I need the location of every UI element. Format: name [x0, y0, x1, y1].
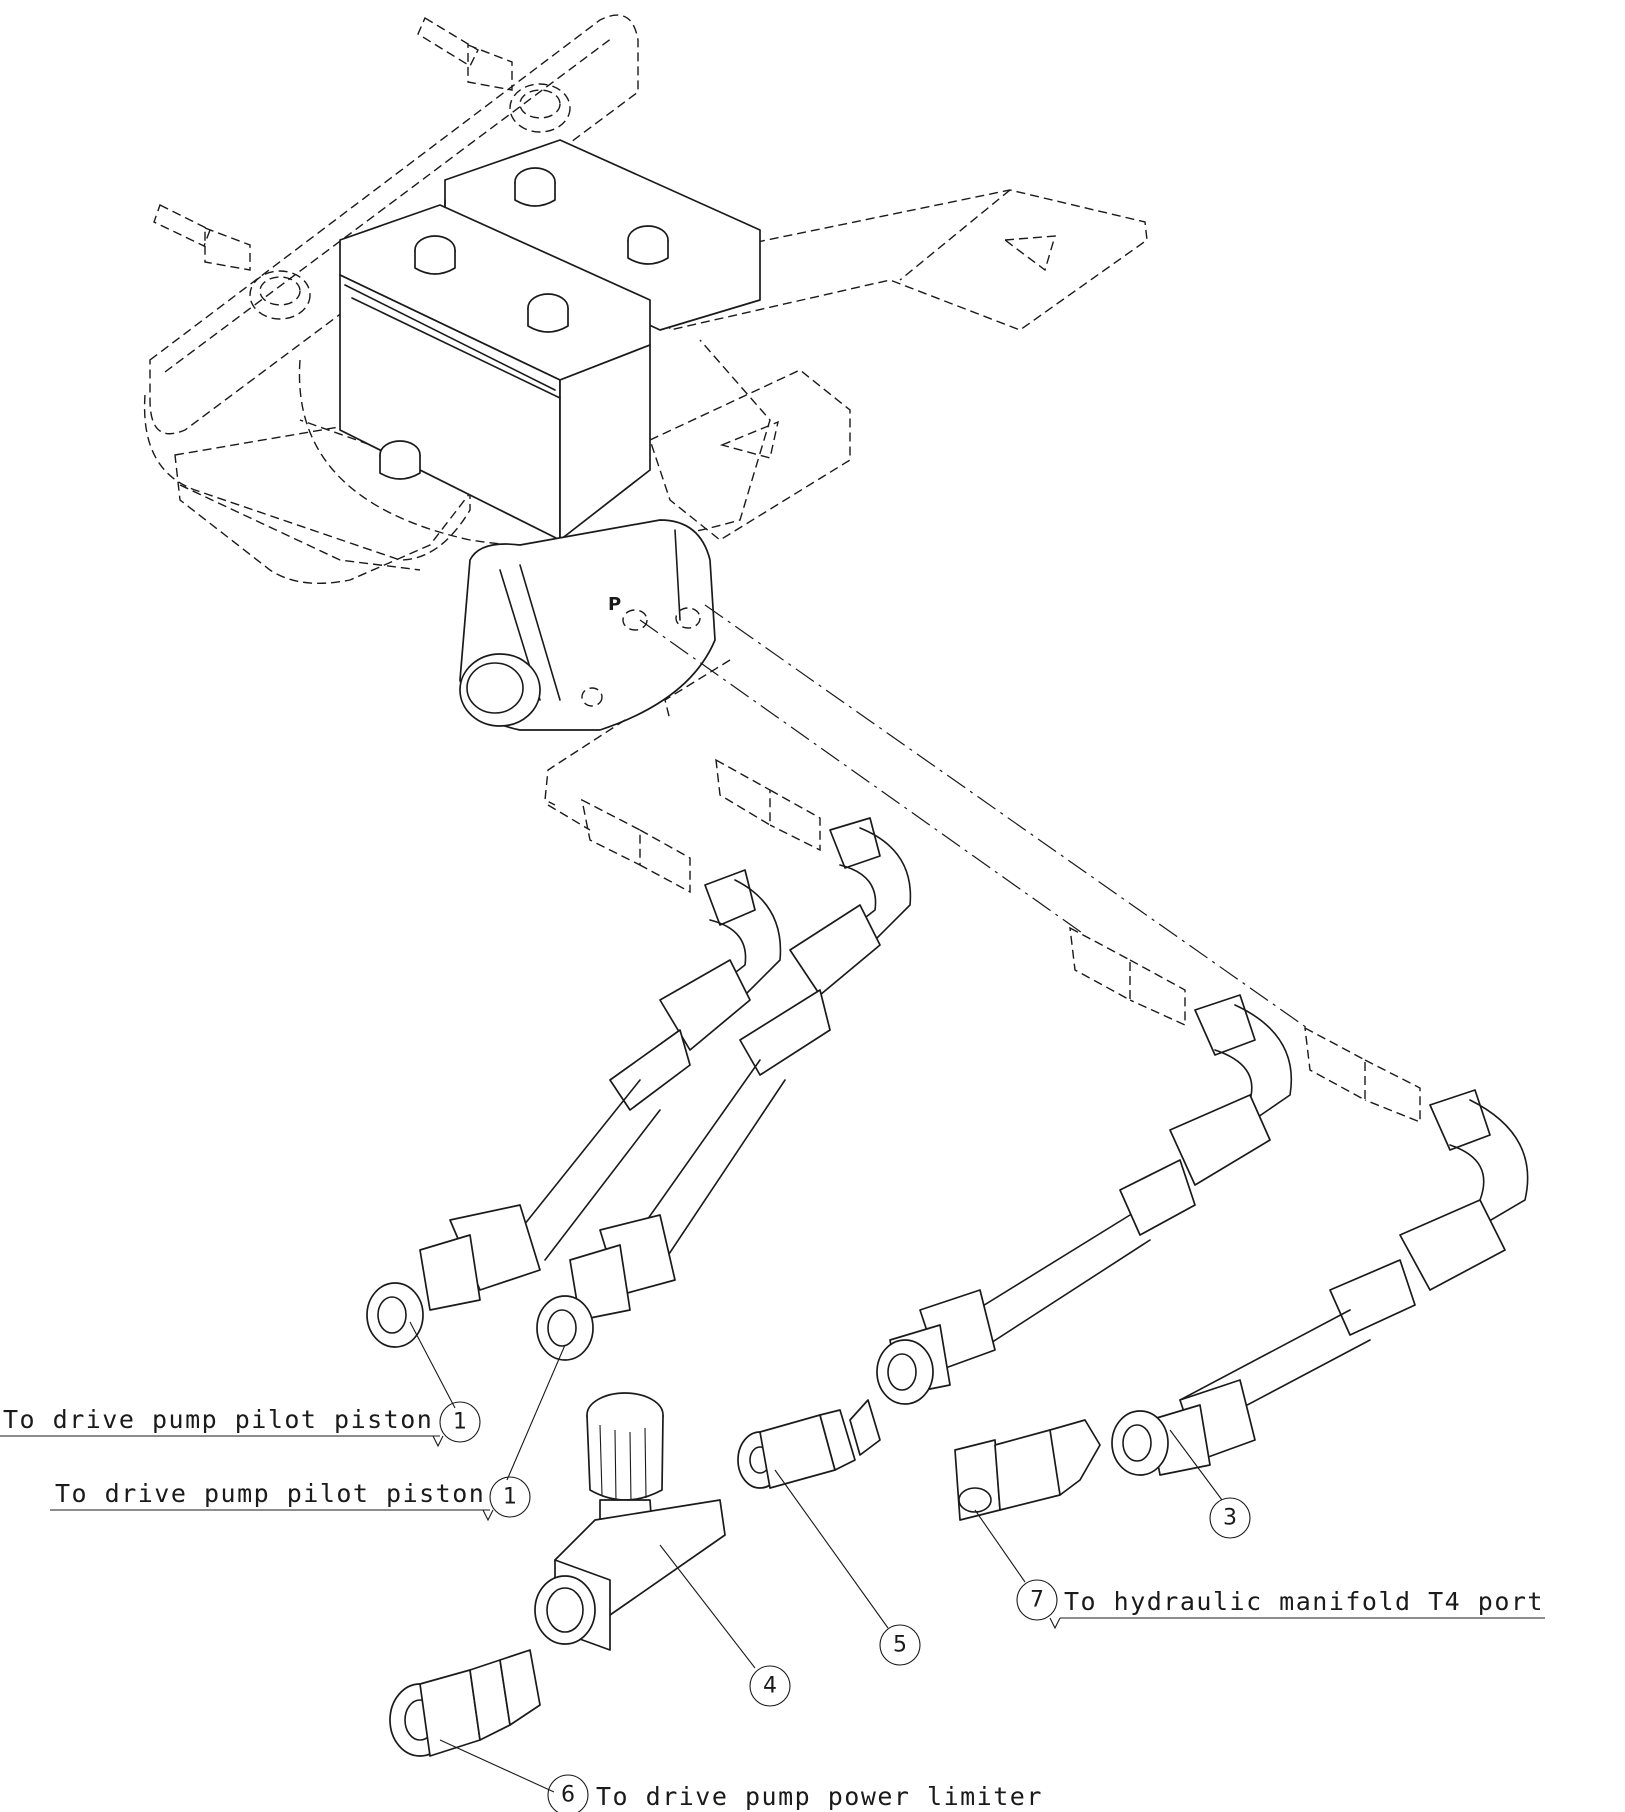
- callout-5: 5: [879, 1624, 921, 1666]
- callout-1b-number: 1: [503, 1485, 517, 1510]
- port-letter: P: [608, 594, 621, 615]
- pump-block-assembly: [339, 139, 761, 541]
- hose-assembly-4: [1111, 1089, 1529, 1476]
- callout-1a-balloon: [439, 1401, 481, 1443]
- elbow-fitting-45: [954, 1419, 1101, 1521]
- callout-1b-label: To drive pump pilot piston: [55, 1479, 485, 1508]
- block-bolts: [379, 167, 669, 480]
- hose-assembly-3: [876, 994, 1293, 1405]
- callout-7-number: 7: [1030, 1588, 1044, 1613]
- callout-6-label: To drive pump power limiter: [596, 1782, 1043, 1811]
- hose-assembly-2: [536, 817, 912, 1361]
- leader-lines: [409, 1321, 1223, 1793]
- callout-1b: To drive pump pilot piston 1: [50, 1476, 531, 1522]
- pump-housing: P: [459, 519, 716, 731]
- routing-lines: [544, 604, 1311, 1031]
- callout-1b-balloon: [489, 1476, 531, 1518]
- callout-7-balloon: [1016, 1579, 1058, 1621]
- callout-4: 4: [749, 1665, 791, 1707]
- flow-control-valve: [534, 1392, 726, 1651]
- straight-adapters-phantom: [581, 758, 1421, 1124]
- callout-5-number: 5: [893, 1633, 907, 1658]
- callout-3-number: 3: [1223, 1506, 1237, 1531]
- callout-3: 3: [1209, 1497, 1251, 1539]
- callout-6: 6 To drive pump power limiter: [547, 1774, 1043, 1812]
- union-adapter: [389, 1649, 541, 1757]
- callout-7: 7 To hydraulic manifold T4 port: [1016, 1579, 1545, 1630]
- callout-7-label: To hydraulic manifold T4 port: [1064, 1587, 1544, 1616]
- callout-1a-number: 1: [453, 1410, 467, 1435]
- callout-5-balloon: [879, 1624, 921, 1666]
- straight-adapter: [737, 1399, 881, 1489]
- callout-3-balloon: [1209, 1497, 1251, 1539]
- callout-1a: To drive pump pilot piston 1: [0, 1401, 481, 1448]
- callout-1a-label: To drive pump pilot piston: [3, 1405, 433, 1434]
- hose-assembly-1: [366, 869, 782, 1348]
- callout-6-number: 6: [561, 1783, 575, 1808]
- callout-4-balloon: [749, 1665, 791, 1707]
- callout-4-number: 4: [763, 1674, 777, 1699]
- callout-6-balloon: [547, 1774, 589, 1812]
